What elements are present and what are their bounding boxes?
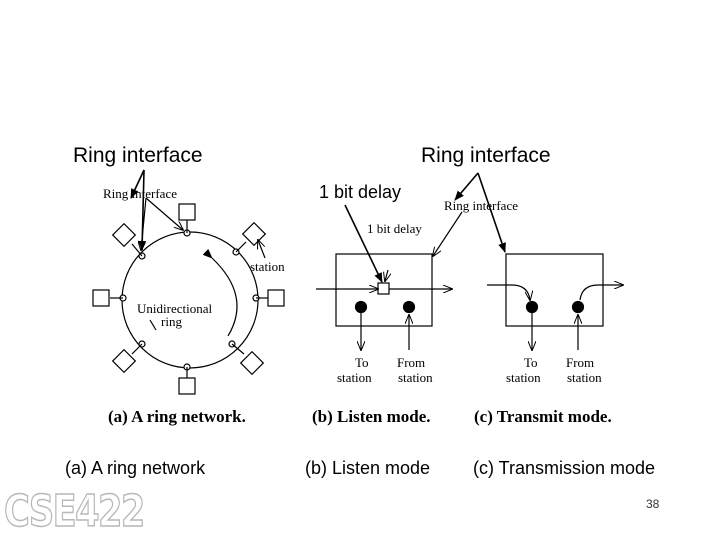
fig-from-label-c: From: [566, 355, 594, 370]
station-node: [178, 203, 196, 221]
listen-interface-box: [335, 253, 433, 327]
tap-node: [525, 300, 539, 314]
tap-node: [402, 300, 416, 314]
fig-unidirectional-label: Unidirectional: [137, 301, 212, 316]
fig-to-label-c: To: [524, 355, 538, 370]
station-node: [92, 289, 110, 307]
listen-mode-diagram: [316, 204, 463, 350]
page-number: 38: [646, 497, 660, 511]
fig-ring-label: ring: [161, 314, 182, 329]
fig-to-station-label-c: station: [506, 370, 541, 385]
one-bit-delay-register: [377, 282, 390, 295]
station-node: [267, 289, 285, 307]
fig-to-station-label: station: [337, 370, 372, 385]
course-logo: CSE422: [3, 485, 146, 538]
ring-interface-callout-left: Ring interface: [73, 144, 203, 167]
fig-caption-a: (a) A ring network.: [108, 407, 246, 426]
ring-diagram: [92, 197, 285, 395]
transmit-interface-box: [505, 253, 604, 327]
station-node: [178, 377, 196, 395]
tap-node: [571, 300, 585, 314]
station-node: [111, 348, 137, 374]
station-node: [239, 350, 265, 376]
caption-b: (b) Listen mode: [305, 458, 431, 478]
fig-to-label: To: [355, 355, 369, 370]
station-node: [111, 222, 137, 248]
one-bit-delay-callout: 1 bit delay: [319, 182, 402, 202]
caption-c: (c) Transmission mode: [473, 458, 656, 478]
tap-node: [354, 300, 368, 314]
fig-from-station-label-c: station: [567, 370, 602, 385]
station-node: [241, 221, 267, 247]
fig-ring-interface-label-2: Ring interface: [444, 198, 518, 213]
fig-caption-b: (b) Listen mode.: [312, 407, 431, 426]
fig-station-label: station: [250, 259, 285, 274]
fig-from-station-label: station: [398, 370, 433, 385]
fig-ring-interface-label: Ring interface: [103, 186, 177, 201]
caption-a: (a) A ring network: [65, 458, 206, 478]
fig-from-label: From: [397, 355, 425, 370]
fig-caption-c: (c) Transmit mode.: [474, 407, 612, 426]
ring-interface-callout-right: Ring interface: [421, 144, 551, 167]
fig-one-bit-delay-label: 1 bit delay: [367, 221, 422, 236]
transmit-mode-diagram: [487, 253, 623, 350]
